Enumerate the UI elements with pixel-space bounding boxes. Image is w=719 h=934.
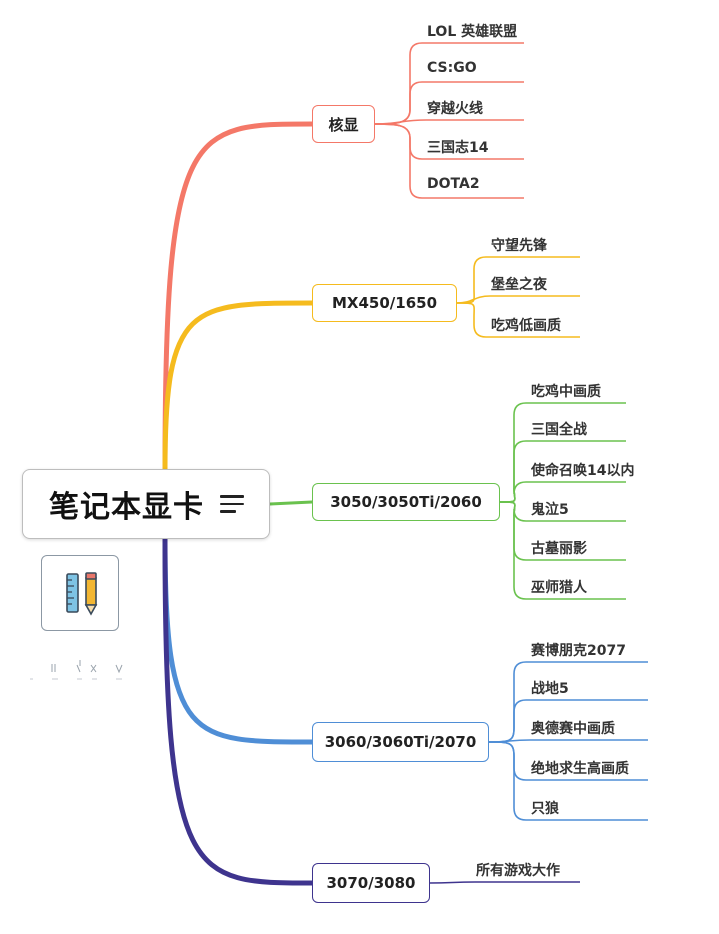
branch-label: 核显: [328, 115, 359, 134]
leaf-line: [488, 739, 648, 743]
leaf-topic[interactable]: 战地5: [531, 681, 569, 697]
branch-line: [162, 300, 315, 473]
leaf-topic[interactable]: 堡垒之夜: [491, 277, 547, 293]
leaf-topic[interactable]: 绝地求生高画质: [531, 761, 629, 777]
branch-node[interactable]: 核显: [312, 105, 375, 143]
leaf-line: [429, 881, 580, 884]
branch-node[interactable]: MX450/1650: [312, 284, 457, 322]
leaf-topic[interactable]: 只狼: [531, 801, 559, 817]
leaf-line: [456, 295, 580, 304]
leaf-line: [456, 302, 580, 338]
root-title: 笔记本显卡: [49, 490, 204, 525]
leaf-topic[interactable]: CS:GO: [427, 60, 477, 76]
branch-line: [162, 535, 315, 886]
sticker-tickmarks: [30, 660, 123, 680]
leaf-line: [488, 741, 648, 821]
leaf-topic[interactable]: DOTA2: [427, 176, 480, 192]
branch-line: [268, 500, 314, 506]
root-topic[interactable]: 笔记本显卡: [22, 469, 270, 539]
leaf-line: [456, 256, 580, 304]
ruler-pencil-icon: [41, 555, 119, 631]
branch-line: [162, 121, 315, 473]
branch-line: [162, 535, 315, 745]
leaf-topic[interactable]: 鬼泣5: [531, 502, 569, 518]
leaf-line: [499, 501, 626, 600]
leaf-line: [499, 402, 626, 503]
branch-node[interactable]: 3060/3060Ti/2070: [312, 722, 489, 762]
leaf-topic[interactable]: 所有游戏大作: [476, 863, 560, 879]
leaf-topic[interactable]: 奥德赛中画质: [531, 721, 615, 737]
leaf-line: [374, 123, 524, 199]
branch-label: 3050/3050Ti/2060: [330, 493, 482, 511]
branch-node[interactable]: 3070/3080: [312, 863, 430, 903]
notes-lines-icon[interactable]: [220, 495, 244, 513]
branch-label: MX450/1650: [331, 294, 438, 312]
branch-label: 3070/3080: [326, 874, 416, 892]
leaf-line: [499, 481, 626, 503]
leaf-topic[interactable]: 穿越火线: [427, 101, 483, 117]
leaf-topic[interactable]: 赛博朋克2077: [531, 643, 626, 659]
leaf-topic[interactable]: 守望先锋: [491, 238, 547, 254]
leaf-topic[interactable]: LOL 英雄联盟: [427, 24, 518, 40]
leaf-topic[interactable]: 使命召唤14以内: [531, 463, 635, 479]
leaf-topic[interactable]: 三国全战: [531, 422, 587, 438]
leaf-topic[interactable]: 吃鸡低画质: [491, 318, 561, 334]
leaf-topic[interactable]: 三国志14: [427, 140, 489, 156]
branch-label: 3060/3060Ti/2070: [324, 733, 477, 751]
leaf-topic[interactable]: 古墓丽影: [531, 541, 587, 557]
branch-node[interactable]: 3050/3050Ti/2060: [312, 483, 500, 521]
leaf-topic[interactable]: 巫师猎人: [531, 580, 587, 596]
leaf-topic[interactable]: 吃鸡中画质: [531, 384, 601, 400]
